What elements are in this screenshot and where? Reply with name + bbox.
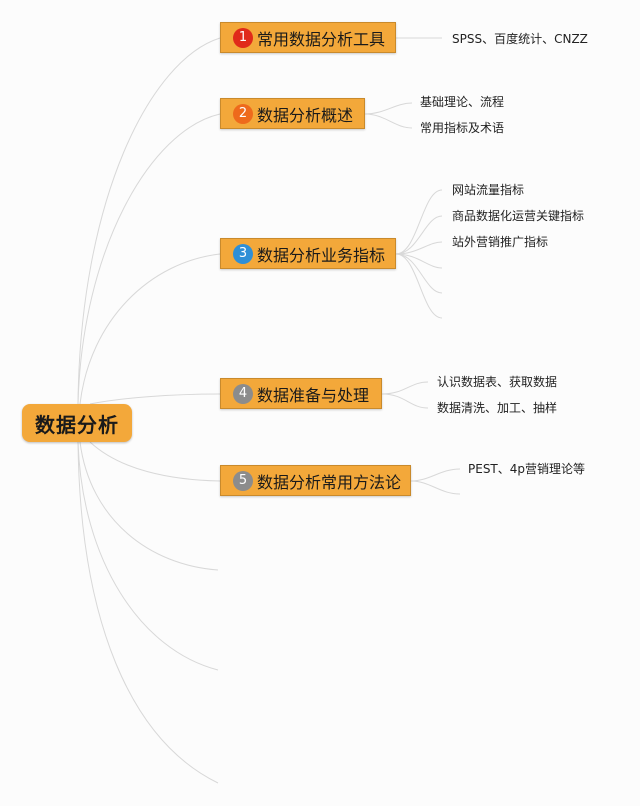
leaf-node[interactable]: 商品数据化运营关键指标 (452, 209, 585, 223)
leaf-node[interactable]: 数据清洗、加工、抽样 (437, 401, 558, 415)
topic-node-business-metrics[interactable]: 3 数据分析业务指标 (220, 238, 396, 269)
topic-label: 数据分析业务指标 (257, 245, 386, 265)
leaf-node[interactable]: 常用指标及术语 (420, 121, 505, 135)
root-label: 数据分析 (35, 412, 119, 437)
number-badge-icon: 2 (233, 103, 253, 124)
number-badge-icon: 3 (233, 243, 253, 264)
topic-node-tools[interactable]: 1 常用数据分析工具 (220, 22, 396, 53)
root-node[interactable]: 数据分析 (22, 404, 132, 442)
topic-node-methodology[interactable]: 5 数据分析常用方法论 (220, 465, 411, 496)
topic-label: 数据准备与处理 (257, 385, 370, 405)
number-badge-icon: 5 (233, 470, 253, 491)
topic-label: 数据分析常用方法论 (257, 472, 402, 492)
leaf-node[interactable]: PEST、4p营销理论等 (468, 462, 586, 476)
leaf-node[interactable]: SPSS、百度统计、CNZZ (452, 32, 588, 46)
topic-label: 数据分析概述 (257, 105, 354, 125)
topic-node-data-prep[interactable]: 4 数据准备与处理 (220, 378, 382, 409)
topic-label: 常用数据分析工具 (257, 29, 386, 49)
leaf-node[interactable]: 网站流量指标 (452, 183, 525, 197)
topic-node-overview[interactable]: 2 数据分析概述 (220, 98, 365, 129)
number-badge-icon: 1 (233, 27, 253, 48)
leaf-node[interactable]: 站外营销推广指标 (452, 235, 549, 249)
leaf-node[interactable]: 基础理论、流程 (420, 95, 505, 109)
number-badge-icon: 4 (233, 383, 253, 404)
leaf-node[interactable]: 认识数据表、获取数据 (437, 375, 558, 389)
